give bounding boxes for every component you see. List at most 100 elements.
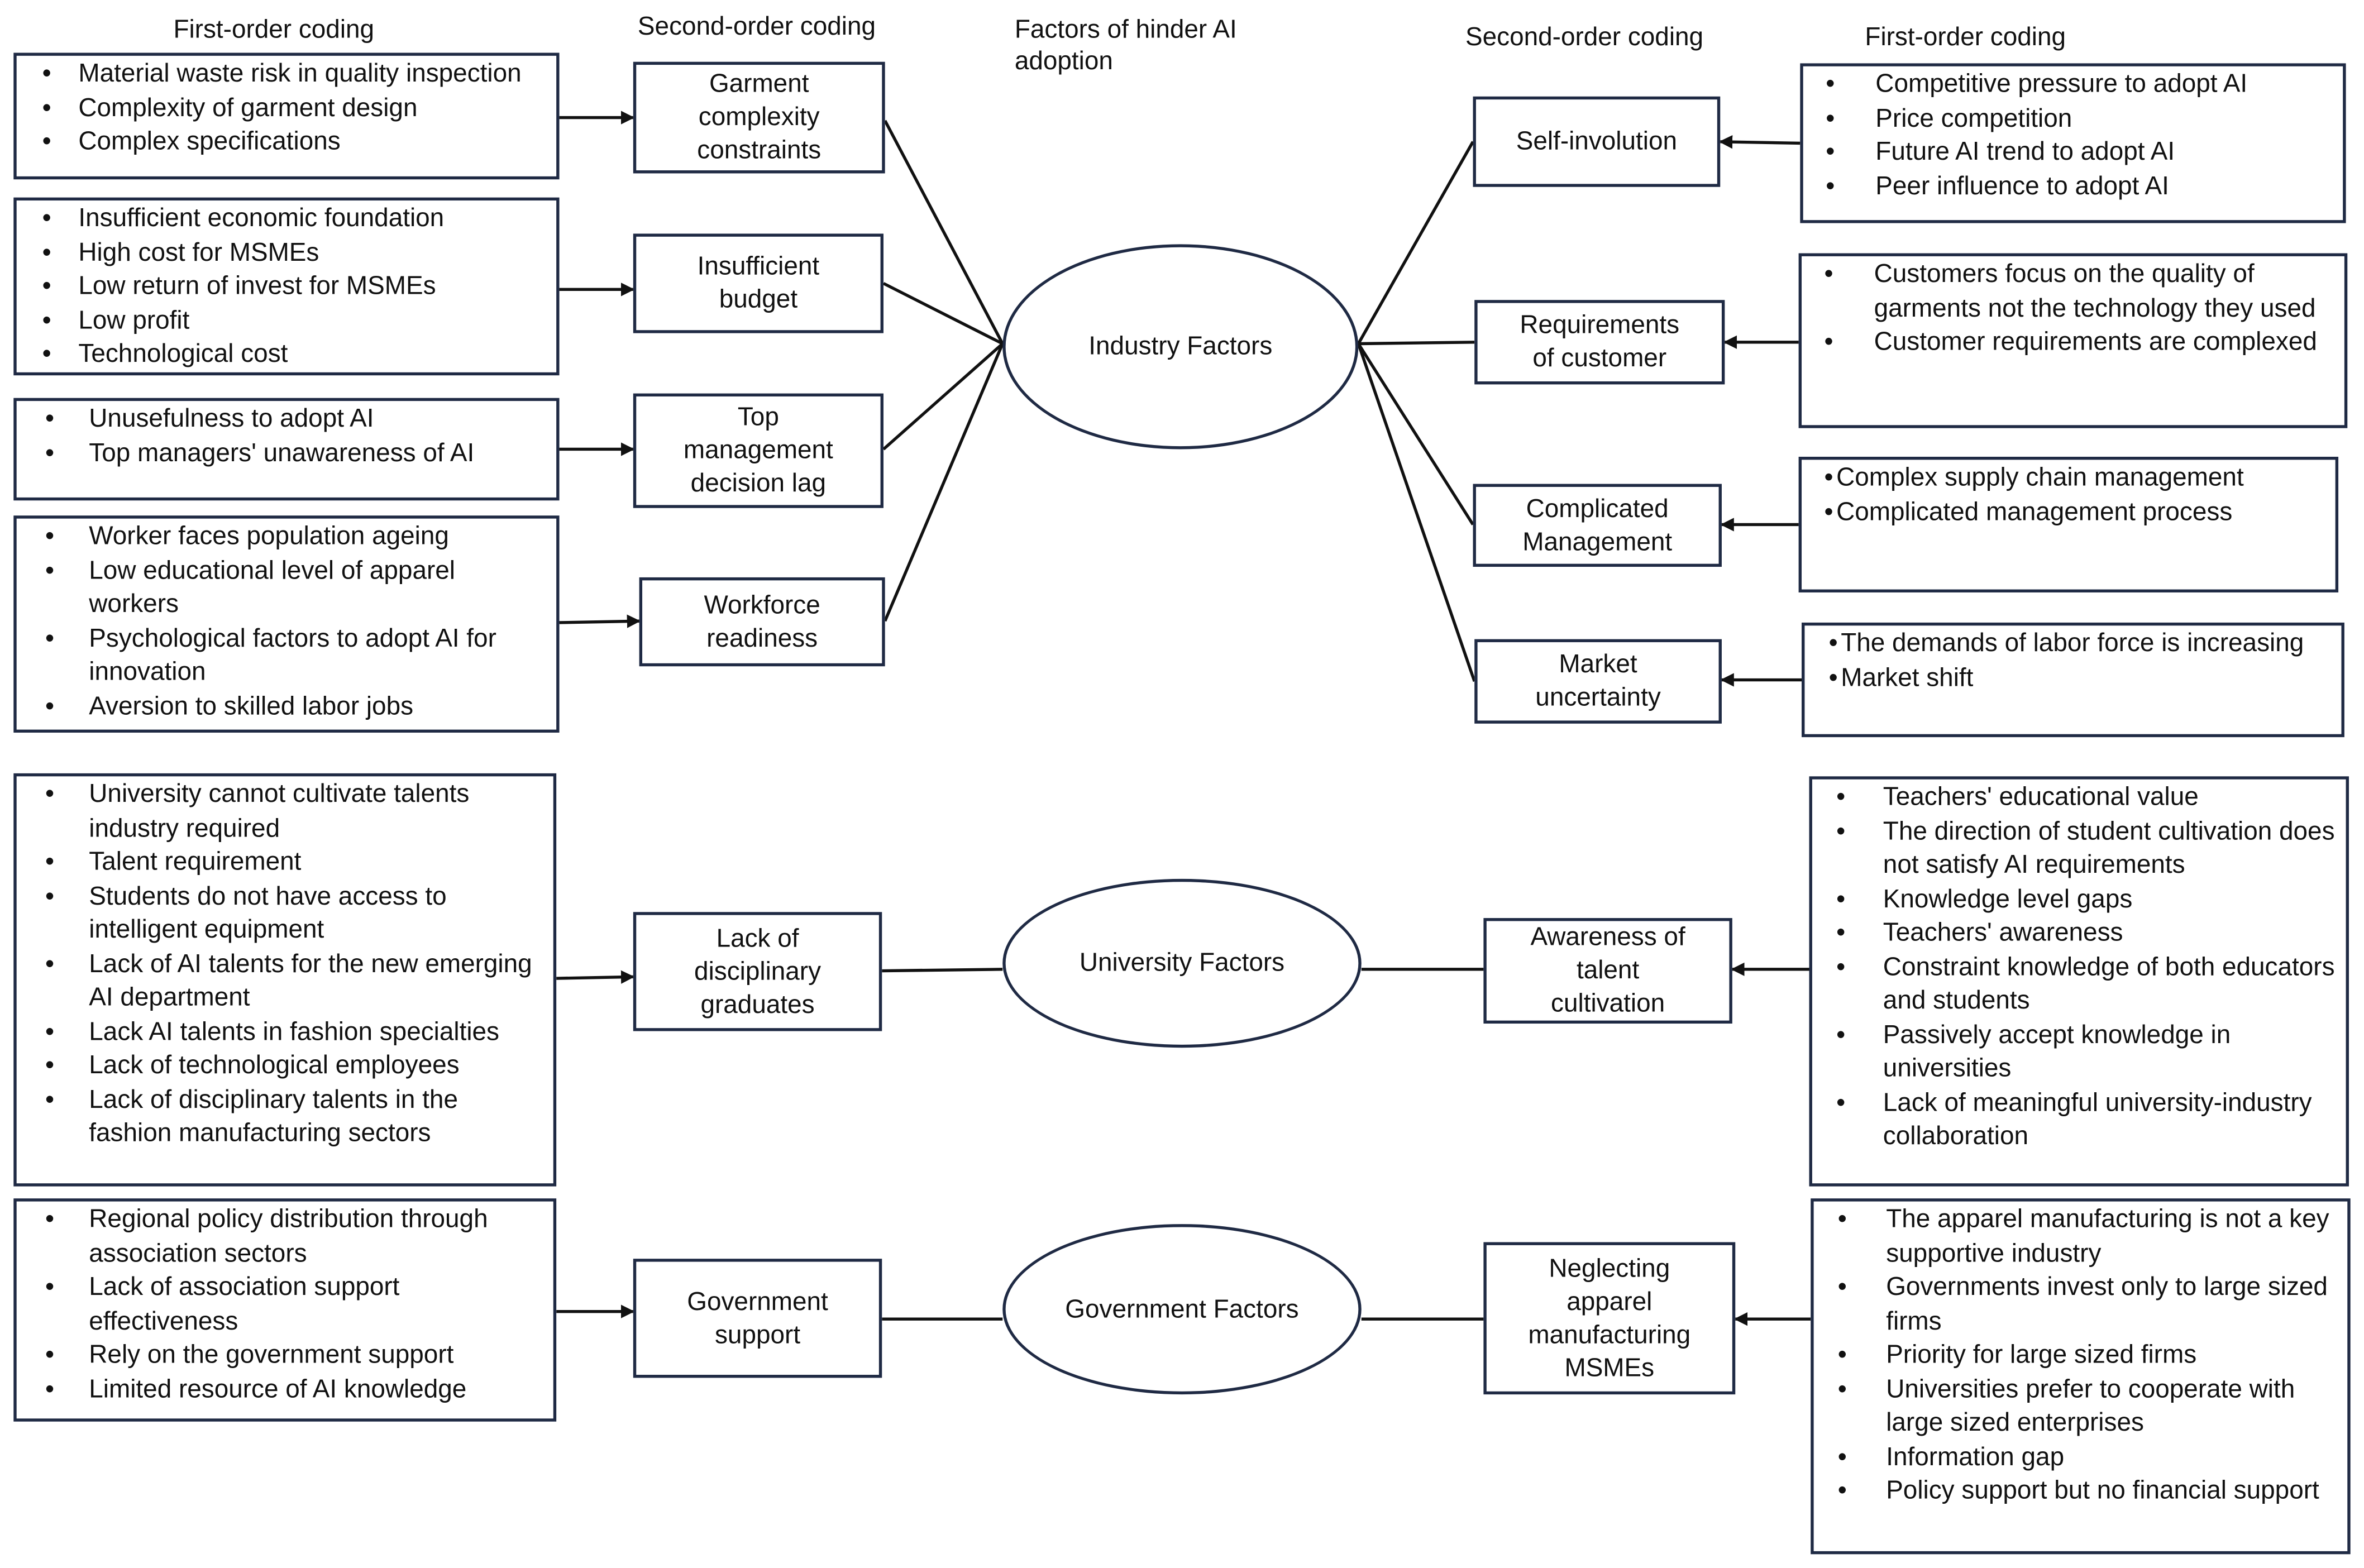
list-item: •Top managers' unawareness of AI	[17, 437, 547, 471]
list-item-text: Lack of meaningful university-industry c…	[1883, 1087, 2312, 1150]
bullet-icon: •	[45, 1084, 55, 1113]
list-item-text: Lack AI talents in fashion specialties	[89, 1016, 500, 1046]
list-item: •University cannot cultivate talents ind…	[17, 778, 545, 845]
bullet-icon: •	[45, 623, 55, 652]
list-item: •Complex supply chain management	[1802, 461, 2326, 495]
header-second-order-right: Second-order coding	[1465, 22, 1704, 51]
list-item: •Peer influence to adopt AI	[1803, 170, 2334, 204]
arrow-connectors	[556, 111, 1811, 1326]
second-order-workforce-readiness: Workforce readiness	[639, 577, 885, 667]
list-item: •Passively accept knowledge in universit…	[1812, 1019, 2337, 1086]
list-item: • Teachers' awareness	[1812, 916, 2337, 950]
university-factors-node: University Factors	[1002, 878, 1362, 1048]
bullet-icon: •	[42, 59, 51, 88]
list-item-text: Customer requirements are complexed	[1874, 327, 2317, 356]
list-item-text: Limited resource of AI knowledge	[89, 1374, 467, 1403]
list-item: •Low profit	[17, 304, 547, 338]
bullet-icon: •	[45, 1204, 55, 1234]
list-item: •Worker faces population ageing	[17, 520, 547, 554]
bullet-icon: •	[45, 522, 55, 551]
first-order-self-involution-list: •Competitive pressure to adopt AI•Price …	[1800, 63, 2346, 223]
government-factors-node: Government Factors	[1002, 1224, 1362, 1395]
list-item: • The direction of student cultivation do…	[1812, 815, 2337, 882]
bullet-icon: •	[1836, 952, 1846, 981]
list-item-text: Lack of disciplinary talents in the fash…	[89, 1084, 459, 1148]
bullet-icon: •	[1837, 1442, 1847, 1471]
list-item: •Insufficient economic foundation	[17, 202, 547, 236]
bullet-icon: •	[45, 1272, 55, 1301]
list-item: •Complexity of garment design	[17, 91, 547, 125]
arrow-self-involution	[1718, 135, 1801, 149]
list-item: •High cost for MSMEs	[17, 236, 547, 270]
list-item-text: Teachers' awareness	[1883, 918, 2123, 947]
list-item-text: Passively accept knowledge in universiti…	[1883, 1020, 2231, 1083]
bullet-icon: •	[1824, 327, 1833, 356]
list-item: •Complex specifications	[17, 125, 547, 159]
list-item: •The demands of labor force is increasin…	[1804, 627, 2332, 661]
list-item: •Aversion to skilled labor jobs	[17, 690, 547, 724]
list-item: • Psychological factors to adopt AI for i…	[17, 622, 547, 690]
factor-links	[882, 119, 1484, 1321]
first-order-garment-list: •Material waste risk in quality inspecti…	[13, 52, 560, 180]
list-item-text: The demands of labor force is increasing	[1841, 628, 2304, 658]
bullet-icon: •	[45, 949, 55, 978]
second-order-talent-awareness: Awareness of talent cultivation	[1483, 918, 1732, 1024]
second-order-label: Lack of disciplinary graduates	[694, 923, 822, 1019]
second-order-customer-requirements: Requirements of customer	[1474, 300, 1725, 385]
list-item-text: Rely on the government support	[89, 1340, 454, 1369]
bullet-icon: •	[1837, 1374, 1847, 1403]
second-order-label: Requirements of customer	[1520, 310, 1680, 372]
list-item: • Rely on the government support	[17, 1338, 545, 1373]
list-item-text: Low return of invest for MSMEs	[78, 271, 436, 300]
header-second-order-left: Second-order coding	[637, 12, 876, 41]
bullet-icon: •	[1836, 918, 1846, 947]
header-first-order-left: First-order coding	[173, 15, 375, 44]
list-item-text: Policy support but no financial support	[1886, 1475, 2319, 1505]
list-item: •Competitive pressure to adopt AI	[1803, 68, 2334, 102]
list-item-text: Customers focus on the quality of garmen…	[1874, 259, 2316, 322]
list-item-text: Complicated management process	[1836, 496, 2233, 525]
bullet-icon: •	[42, 203, 51, 232]
bullet-icon: •	[1837, 1475, 1847, 1505]
arrow-disciplinary	[556, 970, 635, 984]
list-item: •Teachers' educational value	[1812, 781, 2337, 815]
list-item-text: Priority for large sized firms	[1886, 1340, 2197, 1369]
second-order-self-involution: Self-involution	[1473, 96, 1721, 187]
bullet-icon: •	[45, 1016, 55, 1046]
second-order-disciplinary-graduates: Lack of disciplinary graduates	[633, 912, 882, 1031]
list-item-text: Aversion to skilled labor jobs	[89, 691, 414, 720]
bullet-icon: •	[1836, 816, 1846, 845]
second-order-label: Government support	[687, 1287, 828, 1349]
first-order-complicated-list: •Complex supply chain management•Complic…	[1798, 456, 2339, 592]
link-industry-market	[1357, 343, 1476, 682]
list-item-text: University cannot cultivate talents indu…	[89, 779, 470, 842]
second-order-label: Self-involution	[1516, 126, 1678, 156]
list-item: • Lack of AI talents for the new emerging…	[17, 948, 545, 1015]
first-order-requirements-list: • Customers focus on the quality of garme…	[1798, 253, 2348, 428]
list-item: •Knowledge level gaps	[1812, 883, 2337, 917]
list-item: •Constraint knowledge of both educators …	[1812, 950, 2337, 1018]
list-item: •Information gap	[1814, 1440, 2338, 1474]
bullet-icon: •	[1826, 103, 1835, 132]
link-industry-selfinvolution	[1357, 141, 1474, 345]
first-order-neglecting-list: •The apparel manufacturing is not a key …	[1811, 1198, 2351, 1555]
list-item-text: Knowledge level gaps	[1883, 884, 2133, 913]
second-order-market-uncertainty: Market uncertainty	[1474, 639, 1722, 724]
list-item-text: Lack of technological employees	[89, 1050, 460, 1079]
list-item-text: Psychological factors to adopt AI for in…	[89, 623, 496, 686]
list-item-text: Low educational level of apparel workers	[89, 555, 455, 618]
bullet-icon: •	[45, 847, 55, 876]
list-item: • Lack of meaningful university-industry …	[1812, 1086, 2337, 1154]
list-item-text: Universities prefer to cooperate with la…	[1886, 1374, 2295, 1437]
list-item-text: The direction of student cultivation doe…	[1883, 816, 2335, 879]
bullet-icon: •	[1828, 628, 1838, 658]
second-order-label: Market uncertainty	[1535, 649, 1661, 712]
link-industry-requirements	[1358, 341, 1475, 346]
list-item-text: Students do not have access to intellige…	[89, 881, 447, 944]
header-factors: Factors of hinder AI adoption	[1014, 15, 1237, 75]
list-item-text: Top managers' unawareness of AI	[89, 438, 475, 467]
bullet-icon: •	[1836, 1087, 1846, 1117]
list-item: •Regional policy distribution through as…	[17, 1203, 545, 1270]
bullet-icon: •	[45, 1340, 55, 1369]
list-item-text: Lack of AI talents for the new emerging …	[89, 949, 532, 1012]
